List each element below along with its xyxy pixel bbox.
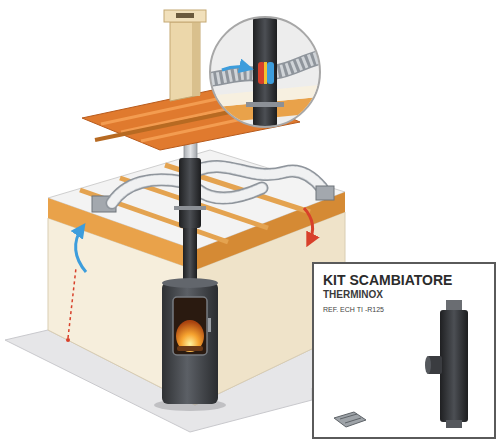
air-flow-line — [68, 268, 76, 338]
chimney-stack — [170, 22, 200, 101]
fire — [176, 320, 204, 352]
stove-body — [162, 282, 218, 404]
product-foot — [446, 420, 462, 428]
chimney-shade — [192, 22, 200, 96]
vent-grille-slat — [345, 418, 361, 423]
zoom-clamp — [246, 102, 284, 107]
chimney-opening — [176, 13, 194, 18]
smoke-pipe — [183, 226, 197, 286]
zoom-exchange-yellow — [264, 62, 267, 84]
kit-title: KIT SCAMBIATORE — [323, 272, 452, 288]
zoom-duct — [275, 56, 325, 72]
kit-box: KIT SCAMBIATORETHERMINOX REF. ECH TI -R12… — [312, 262, 496, 439]
warm-air-arrow — [304, 208, 312, 242]
ceiling-beam — [48, 198, 195, 270]
product-outlet-end — [425, 356, 431, 374]
air-ducts — [112, 167, 322, 203]
roof-beam — [95, 112, 230, 140]
duct — [198, 188, 262, 198]
duct — [198, 188, 262, 198]
chimney-cap — [164, 10, 206, 22]
zoom-exchange-blue — [267, 62, 274, 84]
zoom-duct — [205, 74, 255, 80]
vent-grille — [334, 412, 366, 427]
cold-air-arrow — [76, 228, 86, 272]
duct — [112, 180, 183, 203]
zoom-pipe — [253, 15, 277, 135]
duct — [198, 188, 262, 198]
pipe-clamp — [174, 206, 206, 210]
log — [177, 346, 203, 351]
zoom-exchange-red — [258, 62, 265, 84]
vent-grille-slat — [340, 414, 357, 419]
product-body — [440, 310, 468, 422]
air-vent — [316, 186, 334, 200]
product-name: THERMINOX — [323, 289, 383, 301]
zoom-air-arrow — [222, 67, 248, 70]
reference-code: REF. ECH TI -R125 — [323, 306, 384, 314]
stove-door-handle — [208, 318, 211, 332]
stove-top — [162, 278, 218, 288]
zoom-detail — [205, 15, 330, 135]
kit-box-ground — [312, 262, 496, 439]
stove-window — [173, 297, 207, 355]
duct — [112, 180, 183, 203]
zoom-duct — [275, 56, 325, 72]
duct — [112, 180, 183, 203]
zoom-duct — [205, 74, 255, 80]
air-intake — [66, 338, 70, 342]
heat-exchanger — [179, 158, 201, 228]
